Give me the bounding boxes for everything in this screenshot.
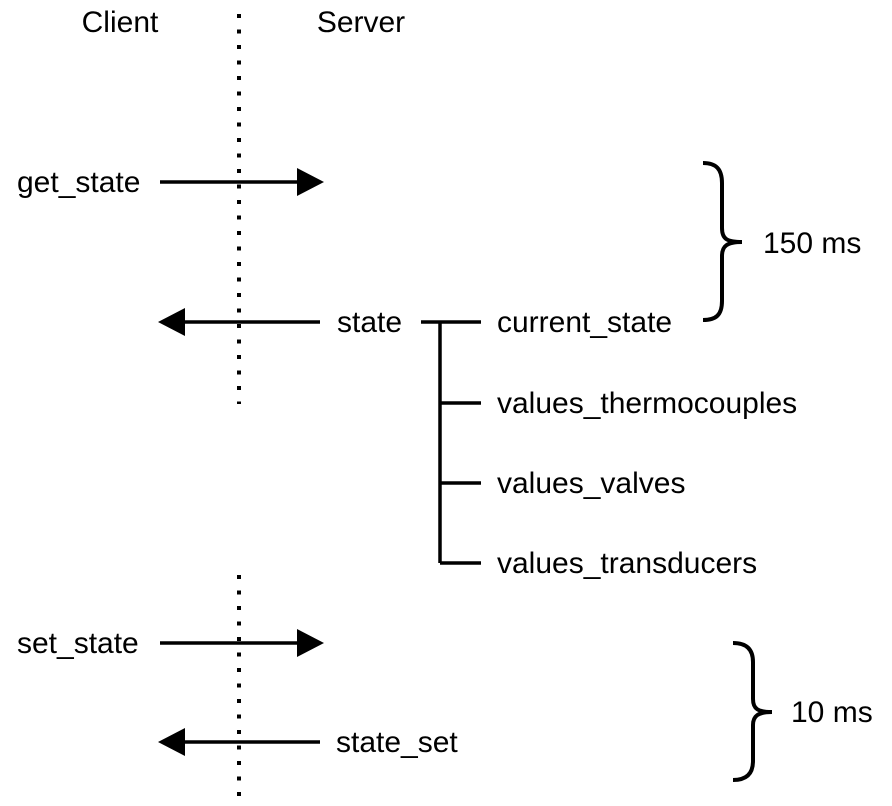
state-set-arrowhead-icon	[158, 728, 185, 756]
state-payload-tree: current_state values_thermocouples value…	[421, 306, 797, 580]
timing-set-state: 10 ms	[732, 641, 873, 782]
get-state-message: get_state	[17, 166, 324, 199]
client-lane-label: Client	[82, 6, 159, 39]
set-state-arrowhead-icon	[297, 629, 324, 657]
timing-get-state: 150 ms	[702, 161, 861, 322]
payload-field-current-state: current_state	[497, 306, 672, 339]
state-set-message: state_set	[158, 726, 458, 759]
state-set-label: state_set	[336, 726, 458, 759]
state-label: state	[337, 306, 402, 339]
state-response-message: state	[158, 306, 402, 339]
brace-icon	[732, 641, 773, 782]
state-arrowhead-icon	[158, 308, 185, 336]
timing-set-state-label: 10 ms	[791, 696, 873, 729]
payload-field-values-transducers: values_transducers	[497, 547, 757, 580]
set-state-label: set_state	[17, 627, 139, 660]
set-state-message: set_state	[17, 627, 324, 660]
payload-field-values-valves: values_valves	[497, 467, 685, 500]
server-lane-label: Server	[317, 6, 405, 39]
get-state-label: get_state	[17, 166, 140, 199]
brace-icon	[702, 161, 743, 322]
get-state-arrowhead-icon	[297, 168, 324, 196]
payload-field-values-thermocouples: values_thermocouples	[497, 387, 797, 420]
timing-get-state-label: 150 ms	[763, 227, 861, 260]
